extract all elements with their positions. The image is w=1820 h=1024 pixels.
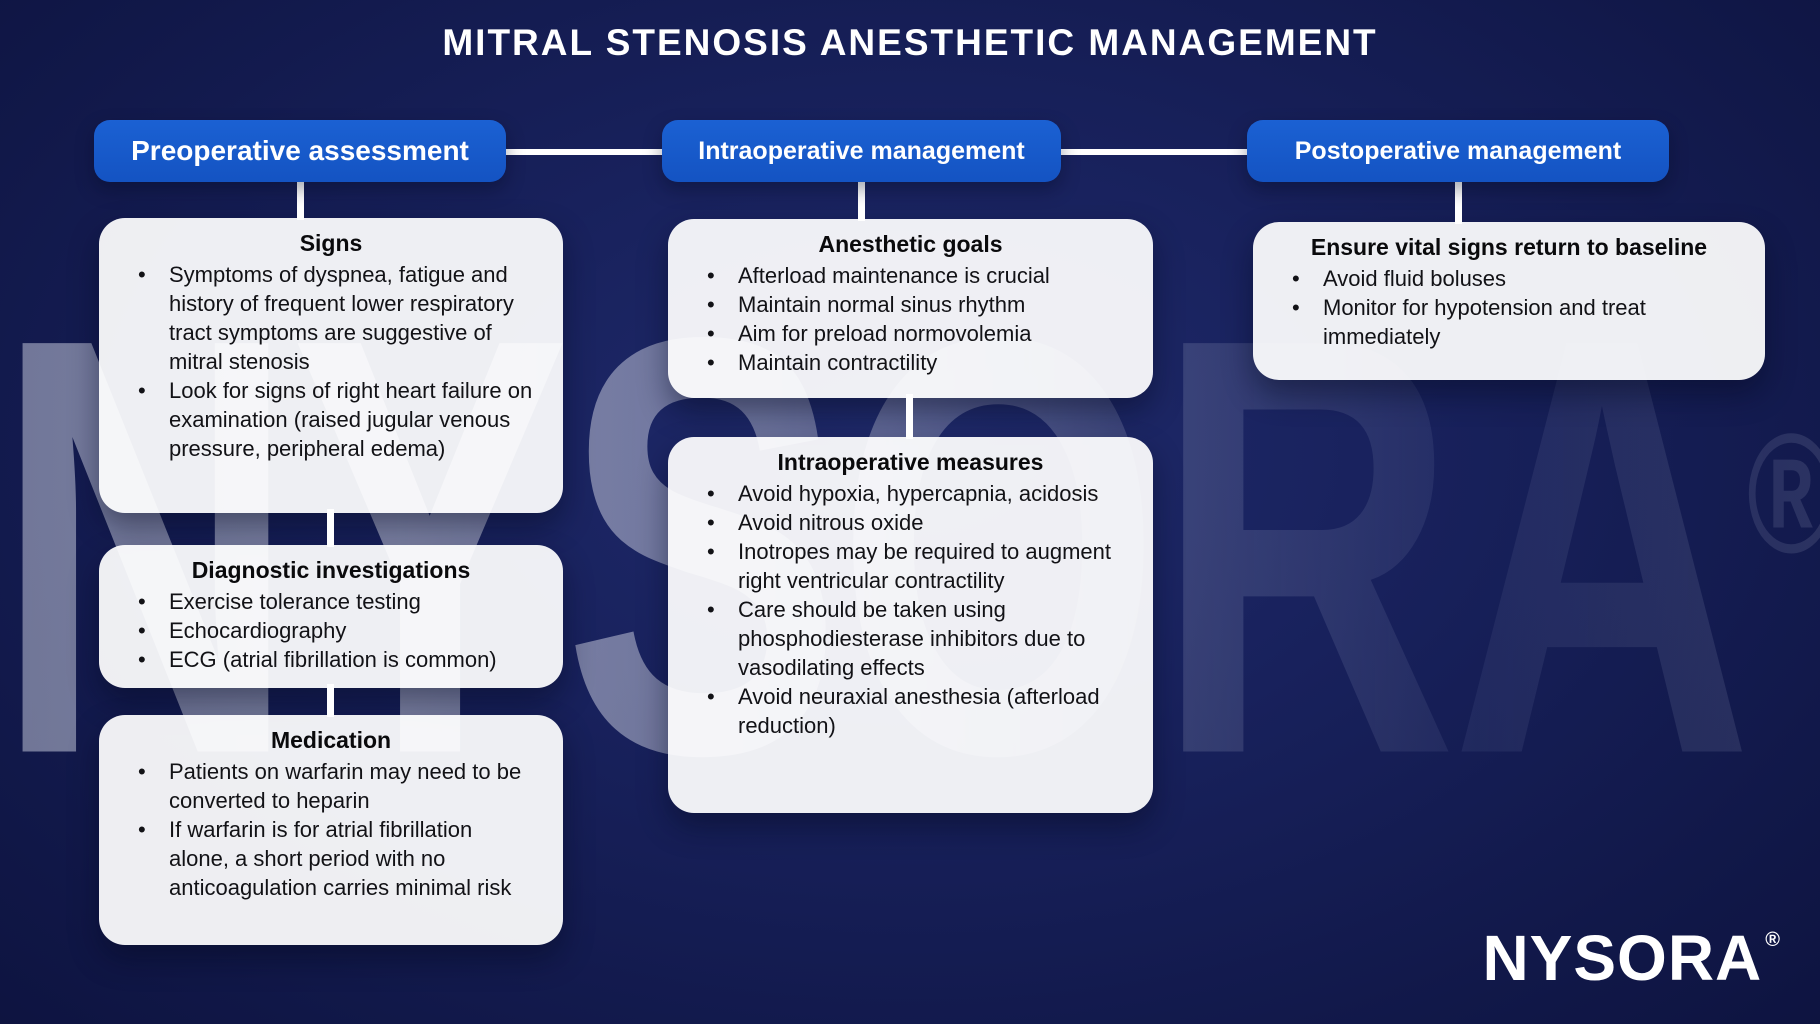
card-title: Anesthetic goals [818, 231, 1003, 257]
bullet-item: Monitor for hypotension and treat immedi… [1279, 293, 1739, 351]
card-medication: Medication Patients on warfarin may need… [99, 715, 563, 945]
logo-text: NYSORA [1482, 922, 1763, 994]
card-diagnostic-investigations: Diagnostic investigations Exercise toler… [99, 545, 563, 688]
header-pill-postoperative-management: Postoperative management [1247, 120, 1669, 182]
connector-line-vertical [906, 394, 913, 439]
bullet-item: Care should be taken using phosphodieste… [694, 595, 1127, 682]
connector-line-vertical [1455, 180, 1462, 224]
bullet-list: Avoid hypoxia, hypercapnia, acidosis Avo… [694, 479, 1127, 740]
bullet-item: Patients on warfarin may need to be conv… [125, 757, 537, 815]
card-vital-signs-baseline: Ensure vital signs return to baseline Av… [1253, 222, 1765, 380]
bullet-list: Exercise tolerance testing Echocardiogra… [125, 587, 537, 674]
nysora-logo: NYSORA® [1482, 926, 1780, 990]
bullet-item: Avoid fluid boluses [1279, 264, 1739, 293]
bullet-item: Avoid nitrous oxide [694, 508, 1127, 537]
bullet-list: Patients on warfarin may need to be conv… [125, 757, 537, 902]
connector-line-horizontal [506, 149, 662, 155]
card-intraoperative-measures: Intraoperative measures Avoid hypoxia, h… [668, 437, 1153, 813]
bullet-list: Avoid fluid boluses Monitor for hypotens… [1279, 264, 1739, 351]
header-pill-preoperative-assessment: Preoperative assessment [94, 120, 506, 182]
bullet-item: Inotropes may be required to augment rig… [694, 537, 1127, 595]
bullet-list: Afterload maintenance is crucial Maintai… [694, 261, 1127, 377]
bullet-item: Maintain contractility [694, 348, 1127, 377]
bullet-item: If warfarin is for atrial fibrillation a… [125, 815, 537, 902]
card-title: Intraoperative measures [777, 449, 1044, 475]
card-anesthetic-goals: Anesthetic goals Afterload maintenance i… [668, 219, 1153, 398]
card-title: Signs [299, 230, 363, 256]
page-title: MITRAL STENOSIS ANESTHETIC MANAGEMENT [442, 22, 1378, 63]
bullet-item: Echocardiography [125, 616, 537, 645]
card-signs: Signs Symptoms of dyspnea, fatigue and h… [99, 218, 563, 513]
bullet-list: Symptoms of dyspnea, fatigue and history… [125, 260, 537, 463]
bullet-item: Look for signs of right heart failure on… [125, 376, 537, 463]
bullet-item: ECG (atrial fibrillation is common) [125, 645, 537, 674]
bullet-item: Symptoms of dyspnea, fatigue and history… [125, 260, 537, 376]
card-title: Medication [270, 727, 392, 753]
connector-line-vertical [858, 180, 865, 221]
bullet-item: Afterload maintenance is crucial [694, 261, 1127, 290]
connector-line-vertical [327, 684, 334, 717]
bullet-item: Avoid hypoxia, hypercapnia, acidosis [694, 479, 1127, 508]
bullet-item: Maintain normal sinus rhythm [694, 290, 1127, 319]
card-title: Ensure vital signs return to baseline [1310, 234, 1708, 260]
card-title: Diagnostic investigations [191, 557, 471, 583]
connector-line-horizontal [1061, 149, 1247, 155]
connector-line-vertical [327, 509, 334, 547]
connector-line-vertical [297, 180, 304, 220]
bullet-item: Aim for preload normovolemia [694, 319, 1127, 348]
watermark-registered-icon: ® [1747, 399, 1820, 589]
header-pill-intraoperative-management: Intraoperative management [662, 120, 1061, 182]
bullet-item: Exercise tolerance testing [125, 587, 537, 616]
logo-registered-icon: ® [1765, 929, 1780, 951]
bullet-item: Avoid neuraxial anesthesia (afterload re… [694, 682, 1127, 740]
